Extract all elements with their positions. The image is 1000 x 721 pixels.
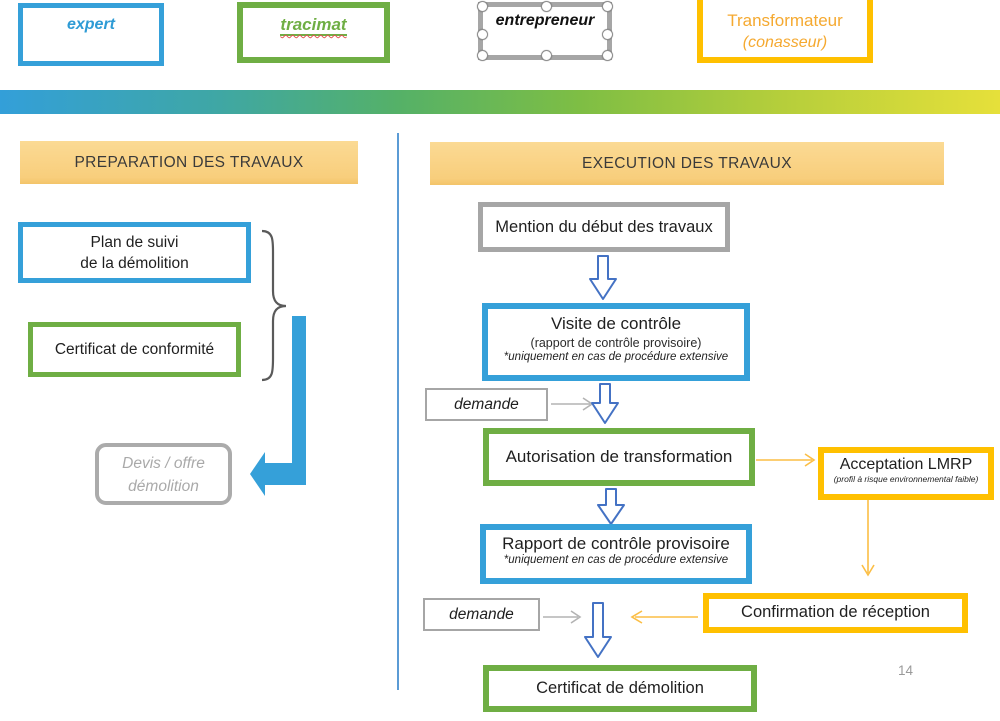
down-arrow-1	[589, 255, 617, 300]
gray-arrow-demande-1	[551, 397, 594, 411]
gradient-divider-bar	[0, 90, 1000, 114]
actor-label-transformateur: Transformateur	[727, 11, 843, 30]
flow-box-demande-2[interactable]: demande	[423, 598, 540, 631]
actor-box-entrepreneur[interactable]: entrepreneur	[477, 1, 613, 61]
visite-sub1: (rapport de contrôle provisoire)	[530, 336, 702, 350]
selection-handle-nw[interactable]	[477, 1, 488, 12]
actor-label-expert: expert	[66, 16, 116, 33]
visite-sub2: *uniquement en cas de procédure extensiv…	[503, 351, 729, 363]
flow-box-autorisation[interactable]: Autorisation de transformation	[483, 428, 755, 486]
selection-handle-se[interactable]	[602, 50, 613, 61]
selection-handle-sw[interactable]	[477, 50, 488, 61]
plan-line2: de la démolition	[80, 255, 189, 272]
confirmation-label: Confirmation de réception	[741, 603, 930, 621]
selection-handle-e[interactable]	[602, 29, 613, 40]
flow-box-plan-de-suivi[interactable]: Plan de suivi de la démolition	[18, 222, 251, 283]
section-header-execution: EXECUTION DES TRAVAUX	[430, 142, 944, 185]
actor-sublabel-transformateur: (conasseur)	[742, 34, 828, 51]
vertical-divider-line	[397, 133, 399, 690]
actor-label-entrepreneur: entrepreneur	[495, 12, 595, 29]
flow-box-devis-offre[interactable]: Devis / offre démolition	[95, 443, 232, 505]
devis-line1: Devis / offre	[122, 455, 205, 472]
flow-box-certificat-conformite[interactable]: Certificat de conformité	[28, 322, 241, 377]
autorisation-label: Autorisation de transformation	[505, 447, 733, 466]
actor-label-tracimat: tracimat	[280, 15, 347, 36]
flow-box-confirmation-reception[interactable]: Confirmation de réception	[703, 593, 968, 633]
rapport-title: Rapport de contrôle provisoire	[502, 534, 730, 553]
elbow-arrow-to-devis	[250, 316, 306, 496]
flow-box-visite-controle[interactable]: Visite de contrôle (rapport de contrôle …	[482, 303, 750, 381]
conformite-label: Certificat de conformité	[54, 341, 215, 358]
actor-box-transformateur[interactable]: Transformateur (conasseur)	[697, 0, 873, 63]
flow-box-certificat-demolition[interactable]: Certificat de démolition	[483, 665, 757, 712]
demande1-label: demande	[454, 396, 519, 413]
visite-title: Visite de contrôle	[550, 314, 682, 333]
rapport-sub: *uniquement en cas de procédure extensiv…	[503, 554, 729, 566]
grouping-brace	[261, 229, 287, 382]
certdemo-label: Certificat de démolition	[536, 679, 704, 697]
down-arrow-4	[584, 602, 612, 658]
plan-line1: Plan de suivi	[90, 234, 179, 251]
page-number: 14	[898, 663, 914, 678]
down-arrow-3	[597, 488, 625, 525]
actor-box-tracimat[interactable]: tracimat	[237, 2, 390, 63]
orange-arrow-to-acceptation	[756, 453, 816, 467]
devis-line2: démolition	[128, 478, 199, 495]
selection-handle-w[interactable]	[477, 29, 488, 40]
section-header-preparation: PREPARATION DES TRAVAUX	[20, 141, 358, 184]
selection-handle-ne[interactable]	[602, 1, 613, 12]
orange-arrow-to-confirmation	[861, 500, 875, 577]
selection-handle-n[interactable]	[541, 1, 552, 12]
demande2-label: demande	[449, 606, 514, 623]
flow-box-rapport-provisoire[interactable]: Rapport de contrôle provisoire *uniqueme…	[480, 524, 752, 584]
down-arrow-2	[591, 383, 619, 424]
gray-arrow-demande-2	[543, 610, 582, 624]
orange-arrow-from-confirmation	[630, 610, 698, 624]
acceptation-title: Acceptation LMRP	[839, 456, 973, 473]
actor-box-expert[interactable]: expert	[18, 3, 164, 66]
selection-handle-s[interactable]	[541, 50, 552, 61]
acceptation-sub: (profil à risque environnemental faible)	[833, 474, 979, 484]
mention-label: Mention du début des travaux	[495, 218, 713, 236]
flow-box-acceptation-lmrp[interactable]: Acceptation LMRP (profil à risque enviro…	[818, 447, 994, 500]
flow-box-demande-1[interactable]: demande	[425, 388, 548, 421]
flow-box-mention-debut[interactable]: Mention du début des travaux	[478, 202, 730, 252]
